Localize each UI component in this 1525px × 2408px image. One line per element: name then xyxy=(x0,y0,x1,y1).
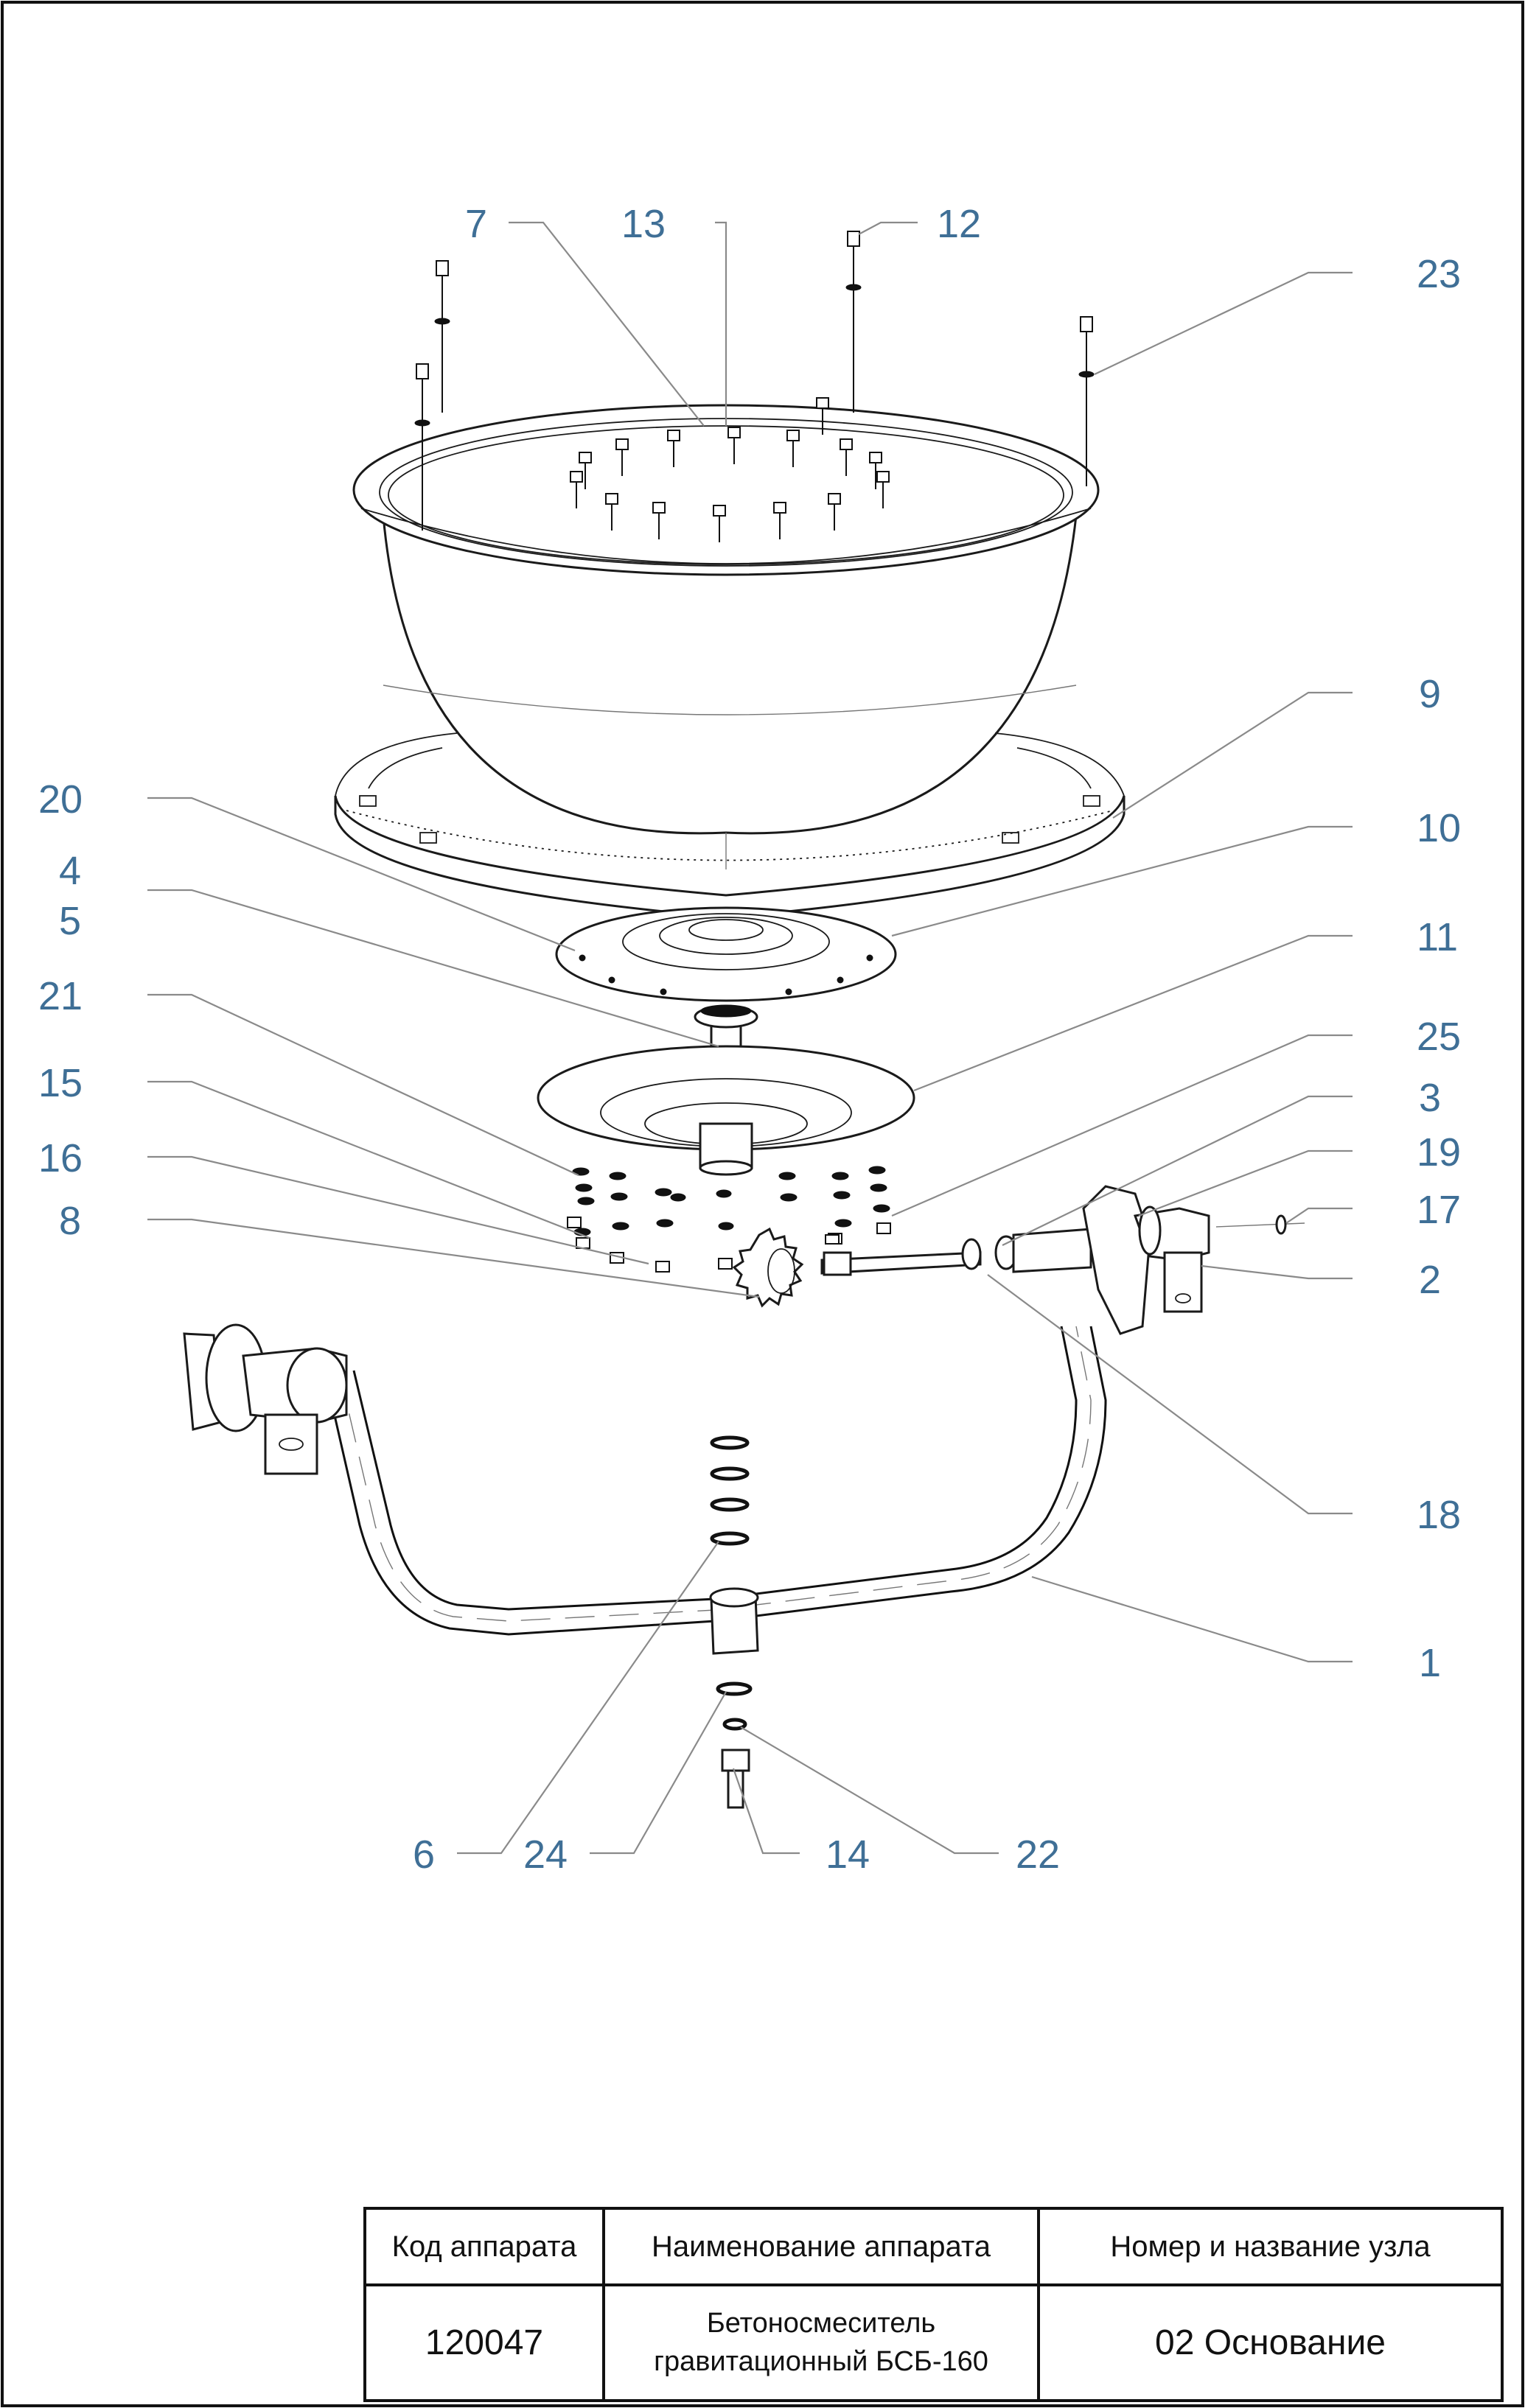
callout-22: 22 xyxy=(1016,1833,1060,1877)
unit-name: 02 Основание xyxy=(1037,2283,1504,2402)
drive-flange xyxy=(555,906,897,1002)
callout-7: 7 xyxy=(465,202,487,246)
callout-15: 15 xyxy=(38,1061,83,1105)
callout-23: 23 xyxy=(1417,252,1461,296)
drive-shaft xyxy=(820,1228,1092,1276)
callout-12: 12 xyxy=(937,202,981,246)
callout-18: 18 xyxy=(1417,1493,1461,1537)
callout-14: 14 xyxy=(826,1833,870,1877)
callout-4: 4 xyxy=(59,849,81,893)
base-frame xyxy=(323,1326,1107,1636)
center-hub xyxy=(709,1587,759,1655)
callout-19: 19 xyxy=(1417,1130,1461,1175)
nuts xyxy=(567,1217,891,1273)
device-name: Бетоносмеситель гравитационный БСБ-160 xyxy=(602,2283,1040,2402)
callout-1: 1 xyxy=(1419,1641,1441,1685)
pinion-gear xyxy=(732,1227,804,1308)
callout-25: 25 xyxy=(1417,1015,1461,1059)
callout-20: 20 xyxy=(38,777,83,822)
fastener-stacks xyxy=(572,1166,890,1236)
callout-2: 2 xyxy=(1419,1258,1441,1302)
callout-9: 9 xyxy=(1419,672,1441,716)
device-name-line2: гравитационный БСБ-160 xyxy=(654,2345,988,2377)
leader-lines xyxy=(147,221,1353,1855)
callout-17: 17 xyxy=(1417,1188,1461,1232)
callout-3: 3 xyxy=(1419,1076,1441,1120)
callout-13: 13 xyxy=(621,202,666,246)
title-block: Код аппарата Наименование аппарата Номер… xyxy=(363,2207,1504,2402)
device-code: 120047 xyxy=(363,2283,605,2402)
rim-bolts xyxy=(414,231,1095,531)
callout-24: 24 xyxy=(523,1833,568,1877)
callout-8: 8 xyxy=(59,1199,81,1243)
callout-16: 16 xyxy=(38,1136,83,1180)
bearing-housing-right xyxy=(1082,1185,1305,1335)
base-plate xyxy=(537,1045,915,1176)
callout-labels: 7 13 12 23 9 10 11 25 3 19 17 2 18 1 20 … xyxy=(38,202,1461,1877)
callout-21: 21 xyxy=(38,974,83,1018)
callout-5: 5 xyxy=(59,899,81,943)
callout-10: 10 xyxy=(1417,806,1461,850)
header-unit-name: Номер и название узла xyxy=(1037,2207,1504,2286)
drum-inner-bolts xyxy=(570,397,890,542)
hub-washers xyxy=(710,1435,753,1731)
header-device-code: Код аппарата xyxy=(363,2207,605,2286)
callout-6: 6 xyxy=(413,1833,435,1877)
ring-gear xyxy=(334,732,1126,919)
hub-bolt xyxy=(721,1749,750,1809)
device-name-line1: Бетоносмеситель xyxy=(706,2308,936,2339)
mixing-drum xyxy=(352,404,1100,869)
left-mount xyxy=(183,1323,348,1475)
header-device-name: Наименование аппарата xyxy=(602,2207,1040,2286)
callout-11: 11 xyxy=(1417,915,1458,959)
